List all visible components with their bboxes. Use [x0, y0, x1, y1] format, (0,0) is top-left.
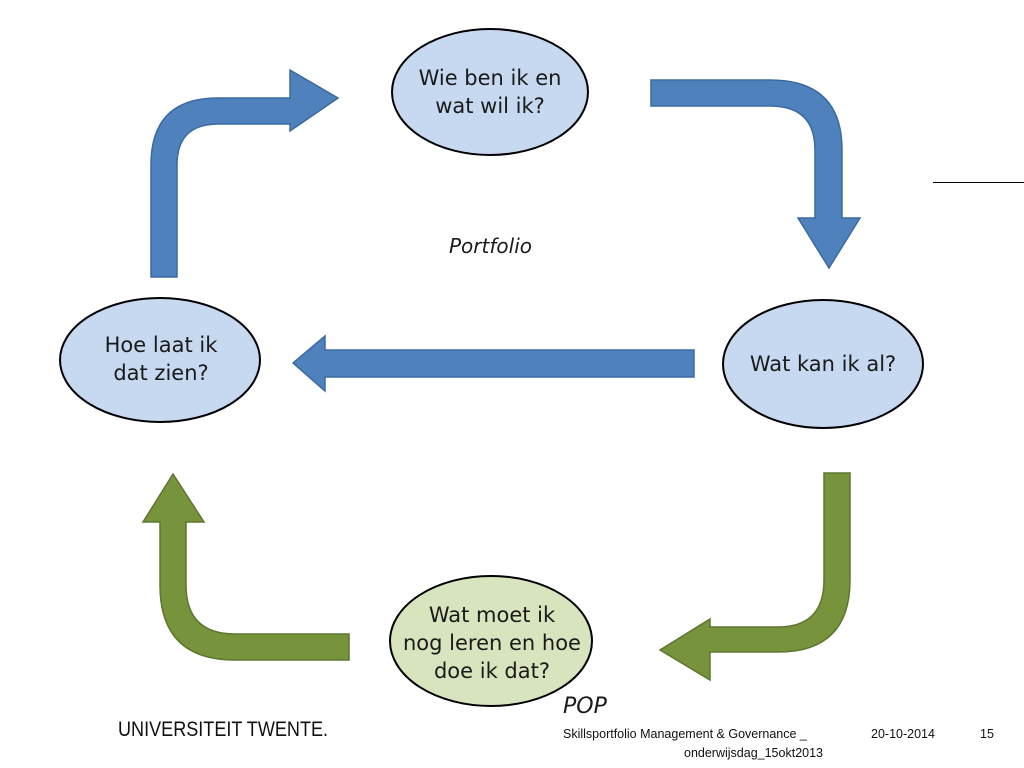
arrow-left-to-top — [150, 68, 340, 278]
footer-title-line2: onderwijsdag_15okt2013 — [684, 746, 823, 760]
footer-page-number: 15 — [980, 727, 994, 741]
arrow-right-to-bottom — [658, 472, 851, 682]
node-bottom-label: Wat moet ik nog leren en hoe doe ik dat? — [403, 603, 581, 683]
arrow-right-to-left — [291, 334, 695, 393]
node-top — [391, 28, 589, 156]
portfolio-label: Portfolio — [449, 234, 532, 258]
arrow-bottom-to-left — [141, 472, 350, 661]
node-right-label: Wat kan ik al? — [749, 352, 897, 376]
arrow-top-to-right — [650, 79, 862, 270]
footer-title-line1: Skillsportfolio Management & Governance … — [563, 727, 807, 741]
node-left-label: Hoe laat ik dat zien? — [104, 333, 218, 385]
university-logo: UNIVERSITEIT TWENTE. — [118, 718, 329, 741]
pop-label: POP — [563, 694, 607, 719]
node-top-label: Wie ben ik en wat wil ik? — [418, 66, 562, 118]
node-left — [59, 297, 261, 423]
node-bottom — [389, 575, 593, 707]
divider-line — [933, 182, 1024, 183]
footer-date: 20-10-2014 — [871, 727, 935, 741]
node-right — [722, 299, 924, 429]
